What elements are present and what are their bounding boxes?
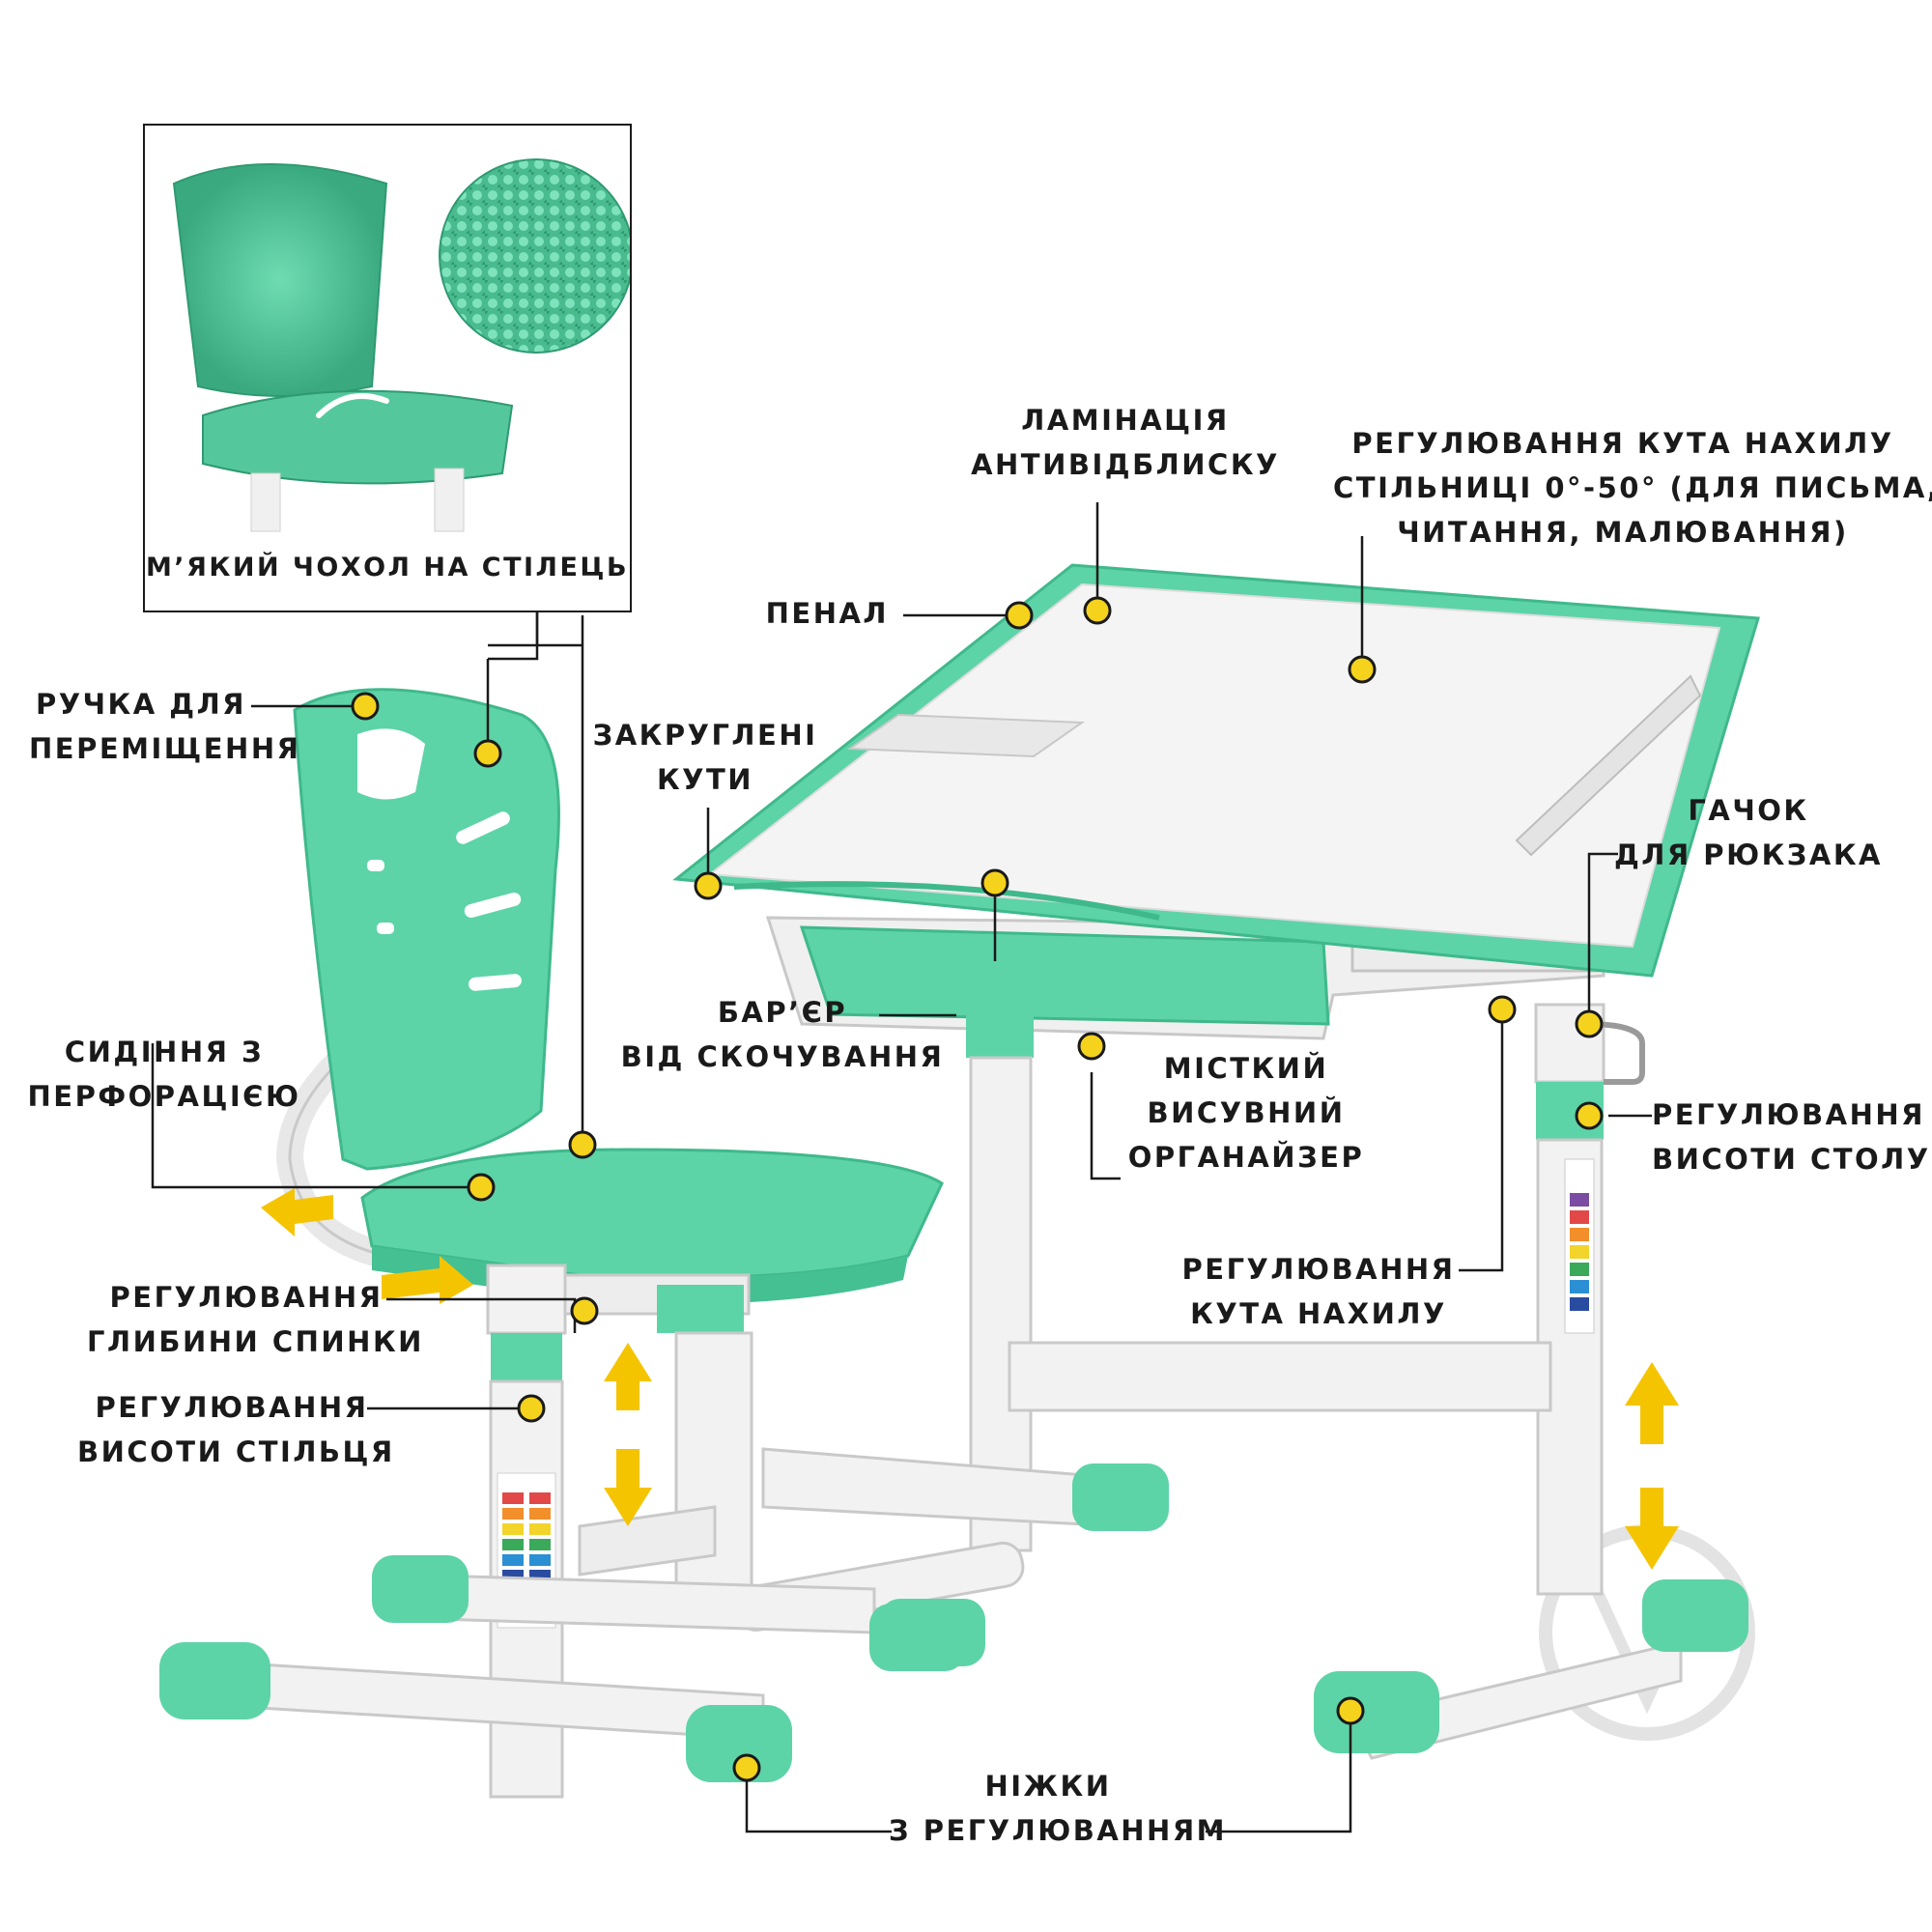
label-desk-height: РЕГУЛЮВАННЯ ВИСОТИ СТОЛУ <box>1652 1098 1931 1176</box>
label-back-depth: РЕГУЛЮВАННЯ ГЛИБИНИ СПИНКИ <box>87 1281 424 1358</box>
label-backpack-hook: ГАЧОК ДЛЯ РЮКЗАКА <box>1613 794 1884 871</box>
inset-connector <box>488 612 582 647</box>
inset-caption: М’ЯКИЙ ЧОХОЛ НА СТІЛЕЦЬ <box>145 553 630 582</box>
seat-cover-inset: М’ЯКИЙ ЧОХОЛ НА СТІЛЕЦЬ <box>143 124 634 612</box>
marker-roll-barrier <box>980 868 1009 897</box>
label-handle: РУЧКА ДЛЯ ПЕРЕМІЩЕННЯ <box>29 688 301 765</box>
label-rounded-corners: ЗАКРУГЛЕНІ КУТИ <box>592 719 818 796</box>
marker-tilt-range <box>1348 655 1377 684</box>
callout-markers <box>351 596 1604 1782</box>
chair-backrest <box>293 688 560 1171</box>
marker-chair-height <box>517 1394 546 1423</box>
label-perforated-seat: СИДІННЯ З ПЕРФОРАЦІЄЮ <box>27 1036 301 1113</box>
leader-lines <box>151 502 1652 1833</box>
label-chair-height: РЕГУЛЮВАННЯ ВИСОТИ СТІЛЬЦЯ <box>77 1391 395 1468</box>
marker-legs-chair <box>732 1753 761 1782</box>
marker-inset <box>473 739 502 768</box>
marker-backpack-hook <box>1575 1009 1604 1038</box>
marker-seat-cover <box>568 1130 597 1159</box>
marker-lamination <box>1083 596 1112 625</box>
label-pencil-case: ПЕНАЛ <box>765 597 889 630</box>
marker-desk-height <box>1575 1101 1604 1130</box>
desk <box>672 563 1760 1760</box>
seat-cover-illustration <box>172 158 634 532</box>
marker-back-depth <box>570 1296 599 1325</box>
label-legs: НІЖКИ З РЕГУЛЮВАННЯМ <box>889 1770 1228 1847</box>
chair <box>159 688 966 1799</box>
height-arrows-chair <box>604 1343 652 1526</box>
label-roll-barrier: БАР’ЄР ВІД СКОЧУВАННЯ <box>620 996 945 1073</box>
marker-rounded-corners <box>694 871 723 900</box>
depth-arrows <box>261 1188 473 1304</box>
label-lamination: ЛАМІНАЦІЯ АНТИВІДБЛИСКУ <box>971 404 1280 481</box>
label-organizer: МІСТКИЙ ВИСУВНИЙ ОРГАНАЙЗЕР <box>1127 1052 1365 1174</box>
marker-legs-desk <box>1336 1696 1365 1725</box>
marker-tilt <box>1488 995 1517 1024</box>
height-arrows-desk <box>1625 1362 1679 1570</box>
marker-pencil-case <box>1005 601 1034 630</box>
label-tilt-range: РЕГУЛЮВАННЯ КУТА НАХИЛУ СТІЛЬНИЦІ 0°-50°… <box>1333 427 1932 549</box>
marker-handle <box>351 692 380 721</box>
label-tilt: РЕГУЛЮВАННЯ КУТА НАХИЛУ <box>1181 1253 1456 1330</box>
marker-organizer <box>1077 1032 1106 1061</box>
marker-perforated-seat <box>467 1173 496 1202</box>
